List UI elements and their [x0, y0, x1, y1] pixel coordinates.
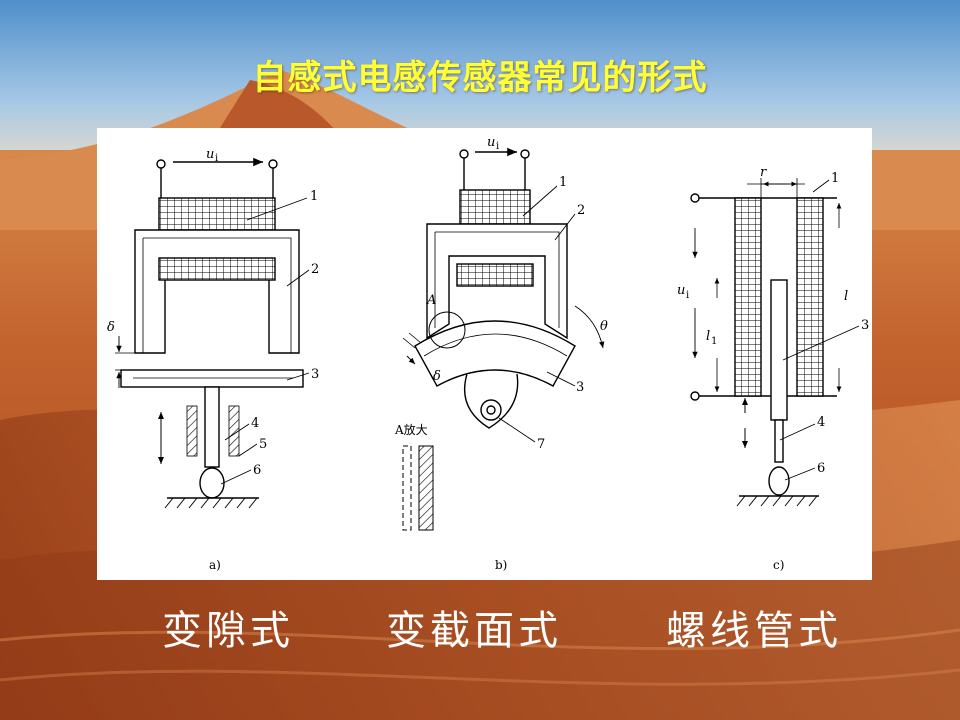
slide-title: 自感式电感传感器常见的形式	[252, 58, 708, 98]
label-b-sub: b)	[495, 558, 507, 572]
label-b-angle: θ	[600, 319, 608, 334]
label-a-part-3: 3	[311, 367, 319, 382]
label-c-sub: c)	[773, 558, 784, 572]
label-b-detail-marker: A	[426, 293, 436, 308]
label-c-length-l1-sub: 1	[711, 336, 717, 347]
label-c-voltage-sub: i	[686, 290, 689, 301]
label-c-voltage: u	[677, 283, 685, 298]
label-c-part-4: 4	[817, 415, 825, 430]
label-b-gap: δ	[433, 369, 441, 384]
label-b-part-7: 7	[537, 437, 545, 452]
label-c-part-6: 6	[817, 461, 825, 476]
diagram-b-variable-area	[402, 147, 605, 531]
label-b-voltage: u	[487, 135, 495, 150]
label-c-part-3: 3	[861, 318, 869, 333]
diagram-c-labels: r u i l l 1 1 3 4 6 c)	[677, 165, 869, 572]
label-b-part-2: 2	[577, 203, 585, 218]
label-a-sub: a)	[209, 558, 221, 572]
label-a-gap: δ	[107, 320, 115, 335]
caption-solenoid: 螺线管式	[666, 608, 842, 654]
diagram-a-variable-gap	[115, 157, 310, 509]
label-c-length-l: l	[844, 289, 848, 304]
caption-variable-area: 变截面式	[386, 608, 562, 654]
inductive-sensor-figure: u i δ 1 2 3 4 5 6 a) u	[107, 135, 869, 572]
label-c-radius: r	[760, 165, 767, 180]
diagram-b-labels: u i A δ θ 1 2 3 7 A放大 b)	[394, 135, 608, 572]
diagram-a-labels: u i δ 1 2 3 4 5 6 a)	[107, 147, 319, 572]
diagram-c-solenoid	[690, 178, 860, 507]
label-a-part-5: 5	[259, 437, 267, 452]
label-c-part-1: 1	[831, 171, 839, 186]
label-a-voltage-sub: i	[215, 153, 218, 164]
label-a-part-2: 2	[311, 262, 319, 277]
label-b-part-1: 1	[559, 175, 567, 190]
figure-panel: u i δ 1 2 3 4 5 6 a) u	[97, 128, 872, 580]
label-a-part-6: 6	[253, 463, 261, 478]
label-b-part-3: 3	[576, 380, 584, 395]
caption-variable-gap: 变隙式	[162, 608, 294, 654]
label-b-voltage-sub: i	[496, 141, 499, 152]
label-a-part-1: 1	[310, 189, 318, 204]
label-a-part-4: 4	[251, 416, 259, 431]
label-a-voltage: u	[206, 147, 214, 162]
label-c-length-l1: l	[706, 329, 710, 344]
label-b-detail-caption: A放大	[394, 422, 428, 437]
